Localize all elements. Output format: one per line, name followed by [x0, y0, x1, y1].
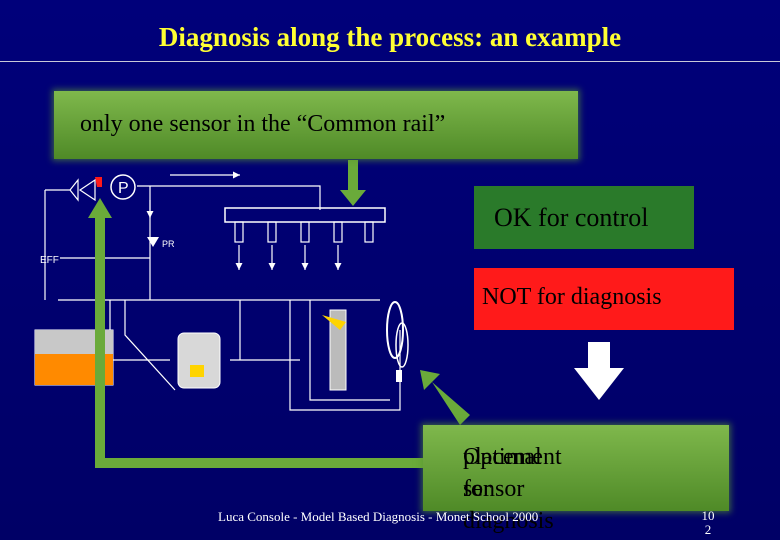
- not-for-diagnosis-text: NOT for diagnosis: [482, 284, 662, 310]
- pump-block: [177, 332, 221, 389]
- white-down-arrow: [574, 342, 624, 400]
- eff-label: EFF: [40, 255, 59, 266]
- green-arrow-left-head: [88, 198, 112, 218]
- callout-line-2: placement for diagnosis: [463, 444, 562, 534]
- flywheel: [386, 301, 404, 359]
- footer-text: Luca Console - Model Based Diagnosis - M…: [218, 509, 539, 524]
- pressure-label: P: [118, 180, 129, 197]
- title-divider: [0, 61, 780, 62]
- pressure-sensor: [110, 174, 136, 200]
- red-valve: [95, 177, 102, 187]
- pr-label: PR: [162, 239, 175, 249]
- common-rail: [224, 207, 386, 223]
- callout-one-sensor-text: only one sensor in the “Common rail”: [80, 111, 446, 137]
- slide-number-line-2: 2: [704, 522, 712, 537]
- injector-tip: [322, 315, 346, 330]
- injector-body: [329, 309, 347, 391]
- slide-title: Diagnosis along the process: an example: [158, 22, 622, 52]
- callout-optimal-placement: Optimal sensor placement for diagnosis: [423, 425, 729, 534]
- ok-for-control-box: OK for control: [474, 186, 694, 249]
- slide-number-line-1: 10: [701, 508, 715, 523]
- not-for-diagnosis-box: NOT for diagnosis: [474, 268, 734, 330]
- callout-one-sensor: only one sensor in the “Common rail”: [54, 91, 578, 159]
- green-arrow-diag: [420, 370, 470, 425]
- slide-number: 10 2: [698, 509, 718, 537]
- green-arrow-down-shaft: [348, 160, 358, 192]
- pipe-to-pump: [137, 185, 321, 210]
- green-arrow-left-shaft: [95, 214, 105, 466]
- callout-line-1: Optimal sensor: [463, 444, 542, 502]
- green-arrow-down-head: [340, 190, 366, 206]
- ok-for-control-text: OK for control: [494, 203, 649, 232]
